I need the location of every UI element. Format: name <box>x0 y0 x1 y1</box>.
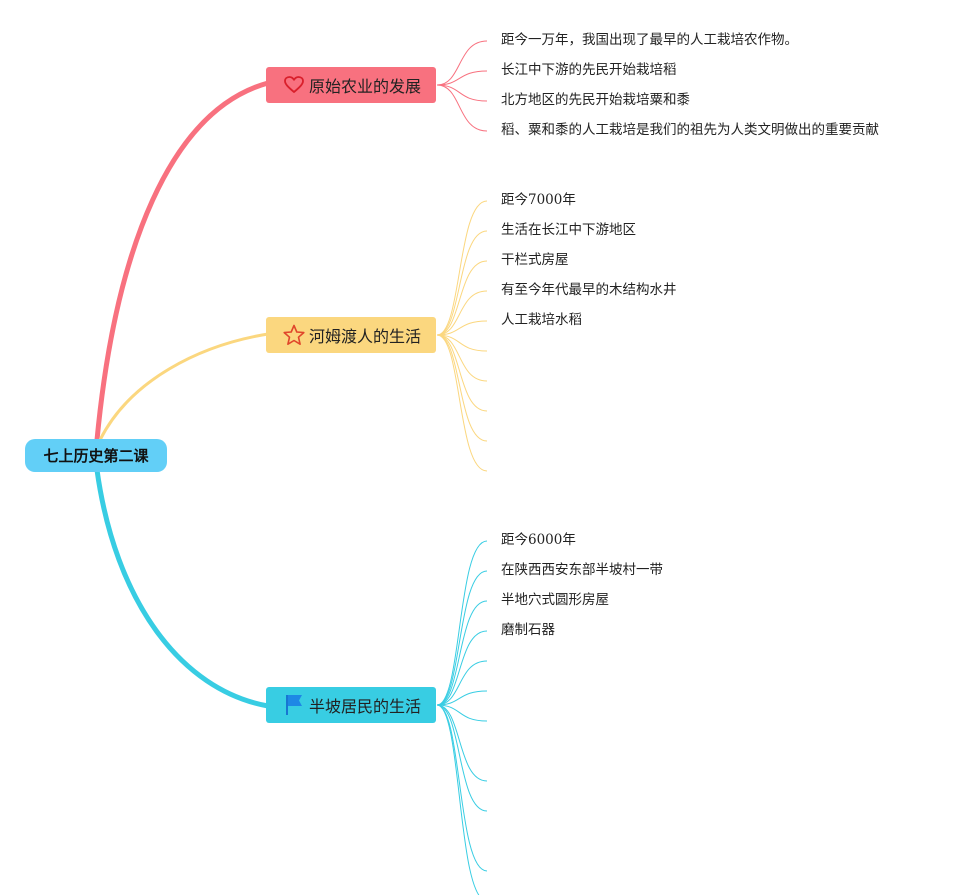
leaf-connector <box>436 334 488 352</box>
leaf-connector <box>436 704 488 722</box>
leaf-connector <box>436 660 488 706</box>
leaf-topic[interactable]: 干栏式房屋 <box>501 252 569 268</box>
branch-agriculture-label: 原始农业的发展 <box>309 77 422 96</box>
branch-banpo[interactable]: 半坡居民的生活 <box>266 687 436 723</box>
leaf-connector <box>436 704 488 812</box>
leaf-topic[interactable]: 半地穴式圆形房屋 <box>501 592 609 608</box>
leaf-connector <box>436 704 488 782</box>
leaf-connector <box>436 570 488 706</box>
leaf-connector <box>436 600 488 706</box>
connector-root-branch-2 <box>98 332 270 442</box>
leaf-topic[interactable]: 距今6000年 <box>501 532 576 548</box>
branch-agriculture[interactable]: 原始农业的发展 <box>266 67 436 103</box>
connector-root-branch-1 <box>94 80 271 443</box>
leaf-connector <box>436 260 488 336</box>
leaf-connector <box>436 84 488 102</box>
leaf-topic[interactable]: 生活在长江中下游地区 <box>501 222 636 238</box>
branch-hemudu[interactable]: 河姆渡人的生活 <box>266 317 436 353</box>
root-topic-label: 七上历史第二课 <box>43 447 149 465</box>
leaf-connector <box>436 334 488 412</box>
leaf-topic[interactable]: 距今7000年 <box>501 192 576 208</box>
leaf-connector <box>436 704 488 872</box>
connector-root-branch-3 <box>94 467 271 709</box>
flag-icon <box>283 694 305 716</box>
leaf-connector <box>436 690 488 706</box>
leaf-connector <box>436 704 480 895</box>
leaf-connector <box>436 540 488 706</box>
leaf-topic[interactable]: 距今一万年，我国出现了最早的人工栽培农作物。 <box>501 32 798 48</box>
leaf-connector <box>436 70 488 86</box>
root-topic[interactable]: 七上历史第二课 <box>25 439 167 472</box>
leaf-connector <box>436 230 488 336</box>
leaf-connector <box>436 334 488 472</box>
leaf-connector <box>436 334 488 382</box>
leaf-topic[interactable]: 在陕西西安东部半坡村一带 <box>501 562 663 578</box>
leaf-topic[interactable]: 长江中下游的先民开始栽培稻 <box>501 62 677 78</box>
leaf-topic[interactable]: 稻、粟和黍的人工栽培是我们的祖先为人类文明做出的重要贡献 <box>501 122 879 138</box>
leaf-topic[interactable]: 磨制石器 <box>501 622 555 638</box>
leaf-topic[interactable]: 人工栽培水稻 <box>501 312 582 328</box>
leaf-topic[interactable]: 有至今年代最早的木结构水井 <box>501 282 677 298</box>
star-icon <box>283 324 305 346</box>
branch-hemudu-label: 河姆渡人的生活 <box>309 327 422 346</box>
leaf-connector <box>436 84 488 132</box>
leaf-connector <box>436 630 488 706</box>
leaf-connector <box>436 200 488 336</box>
leaf-connector <box>436 40 488 86</box>
heart-icon <box>283 74 305 96</box>
leaf-connector <box>436 320 488 336</box>
leaf-topic[interactable]: 北方地区的先民开始栽培粟和黍 <box>501 92 690 108</box>
leaf-connector <box>436 290 488 336</box>
branch-banpo-label: 半坡居民的生活 <box>309 697 422 716</box>
